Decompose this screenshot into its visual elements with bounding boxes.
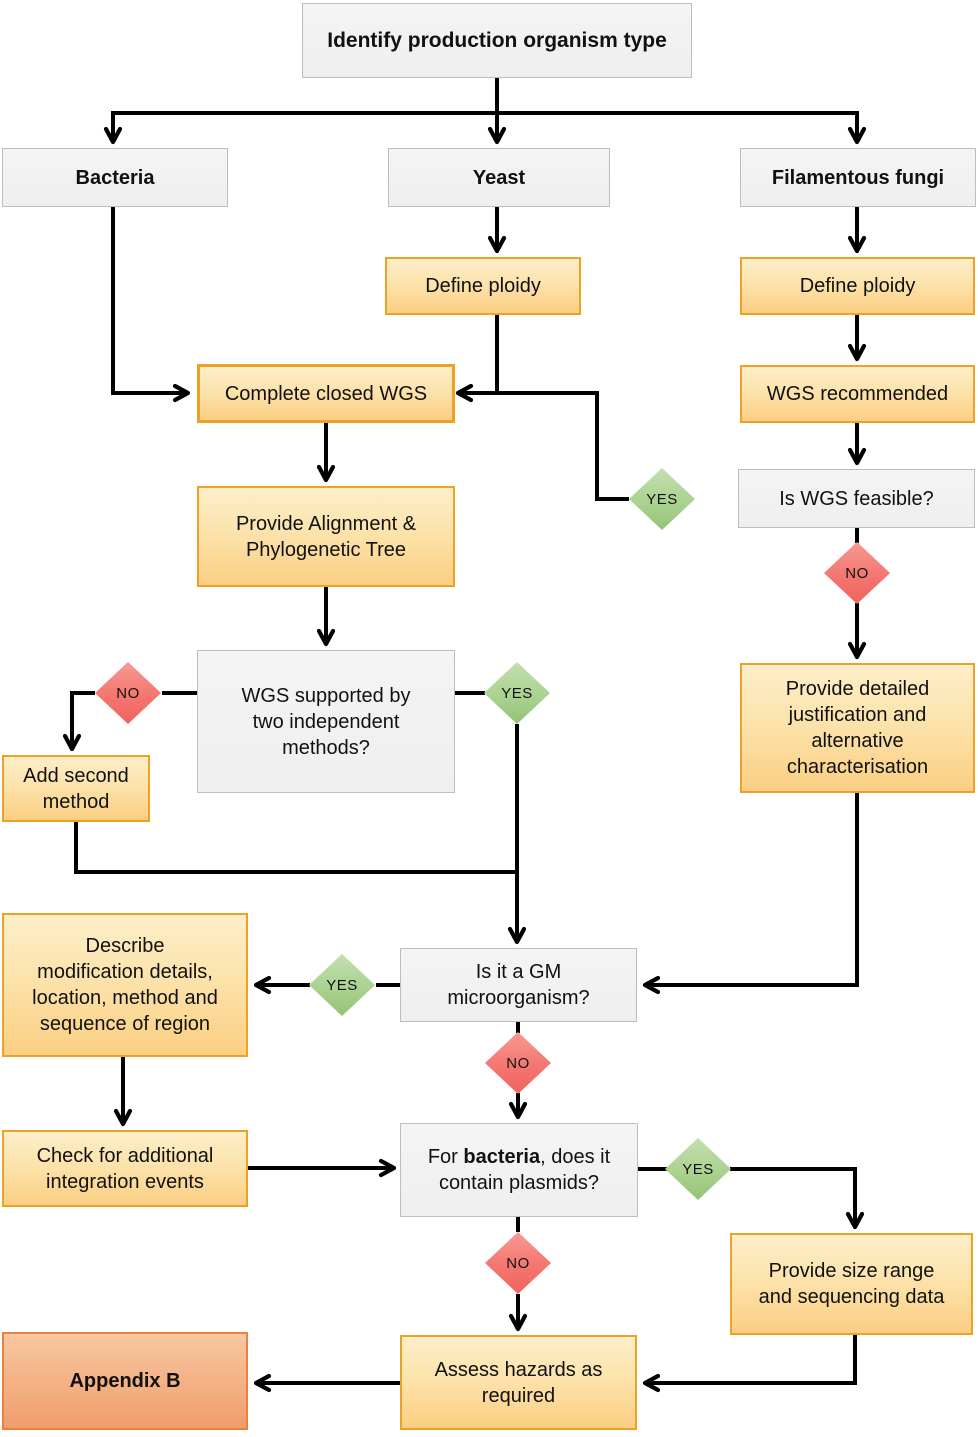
node-provide-justification-label: Provide detailed justification and alter… [785,678,930,778]
node-yeast: Yeast [388,148,610,207]
node-check-integration-label: Check for additional integration events [36,1144,214,1193]
node-wgs-recommended: WGS recommended [740,365,975,423]
node-wgs-supported-label: WGS supported by two independent methods… [241,684,411,759]
decision-no-label: NO [116,684,140,702]
node-assess-hazards-label: Assess hazards as required [434,1358,603,1407]
edge-addsecond-loop [74,822,517,874]
node-wgs-supported: WGS supported by two independent methods… [197,650,455,793]
node-describe-modification: Describe modification details, location,… [2,913,248,1057]
node-describe-modification-label: Describe modification details, location,… [32,935,218,1035]
node-bacteria: Bacteria [2,148,228,207]
node-appendix-b: Appendix B [2,1332,248,1430]
edge-feasibleyes-completewgs [455,383,629,501]
node-start-label: Identify production organism type [327,28,667,52]
decision-yes-label: YES [682,1160,714,1178]
node-bacteria-label: Bacteria [75,166,155,189]
node-provide-justification: Provide detailed justification and alter… [740,663,975,793]
node-wgs-recommended-label: WGS recommended [766,383,949,405]
node-provide-alignment-label: Provide Alignment & Phylogenetic Tree [235,512,417,561]
node-complete-closed-wgs-label: Complete closed WGS [224,382,428,405]
node-is-wgs-feasible-label: Is WGS feasible? [779,487,934,510]
node-gm-question-label: Is it a GM microorganism? [447,961,590,1009]
node-assess-hazards: Assess hazards as required [400,1335,637,1430]
node-provide-size-range: Provide size range and sequencing data [730,1233,973,1335]
decision-yes-label: YES [501,684,533,702]
node-provide-size-range-label: Provide size range and sequencing data [758,1260,945,1308]
node-provide-alignment: Provide Alignment & Phylogenetic Tree [197,486,455,587]
node-add-second-method: Add second method [2,755,150,822]
edge-justification-gm [642,793,859,995]
decision-yes-label: YES [326,976,358,994]
node-define-ploidy-yeast: Define ploidy [385,257,581,315]
decision-yes-label: YES [646,490,678,508]
node-gm-question: Is it a GM microorganism? [400,948,637,1022]
node-is-wgs-feasible: Is WGS feasible? [738,469,975,528]
node-fungi-label: Filamentous fungi [771,166,945,189]
node-plasmids-question: For bacteria, does it contain plasmids? [400,1123,638,1217]
node-define-ploidy-fungi: Define ploidy [740,257,975,315]
node-define-ploidy-fungi-label: Define ploidy [799,275,916,297]
plasmids-text-prefix: For [427,1146,464,1168]
node-appendix-b-label: Appendix B [69,1370,181,1392]
node-define-ploidy-yeast-label: Define ploidy [425,275,541,297]
decision-no-label: NO [845,564,869,582]
decision-no-label: NO [506,1254,530,1272]
node-start: Identify production organism type [302,3,692,78]
node-complete-closed-wgs: Complete closed WGS [197,364,455,423]
edge-yes-sizerange [730,1167,865,1230]
edge-no-addsecond [62,691,95,752]
node-add-second-method-label: Add second method [23,764,129,813]
node-filamentous-fungi: Filamentous fungi [740,148,976,207]
node-check-integration: Check for additional integration events [2,1130,248,1207]
plasmids-text-suffix: , does it contain plasmids? [438,1146,611,1194]
edge-sizerange-assess [642,1335,857,1393]
decision-no-label: NO [506,1054,530,1072]
node-yeast-label: Yeast [472,166,526,189]
node-plasmids-question-label: For bacteria, does it contain plasmids? [424,1144,614,1196]
edge-bacteria-completewgs [111,207,191,403]
plasmids-text-bold: bacteria [463,1146,541,1168]
